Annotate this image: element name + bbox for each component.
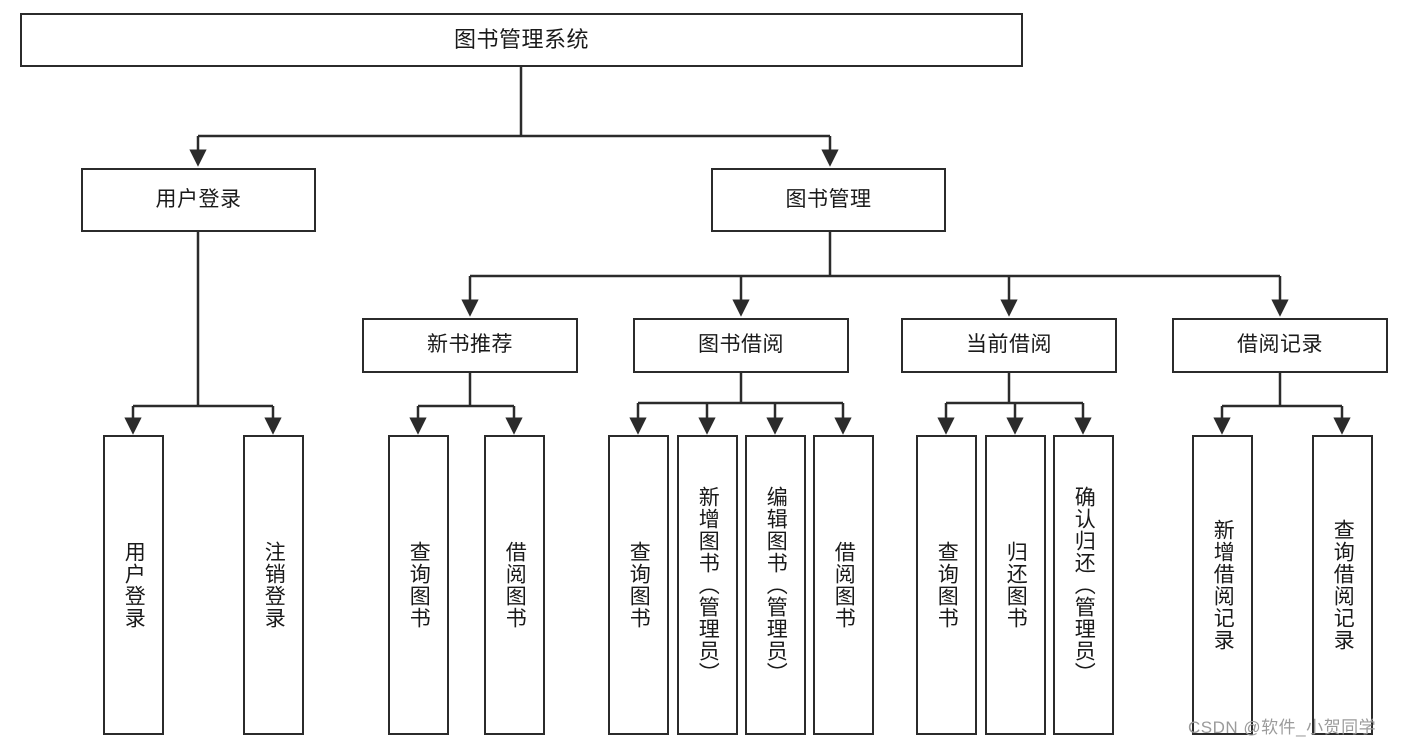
node-root-label: 图书管理系统 bbox=[453, 27, 589, 53]
edge-current-borrow-to-leaves bbox=[937, 373, 1092, 435]
leaf-borrow-book-new-label: 借阅图书 bbox=[503, 541, 527, 629]
edge-new-book-to-leaves bbox=[409, 373, 523, 435]
leaf-query-book-new[interactable]: 查询图书 bbox=[388, 435, 449, 735]
leaf-query-borrow-record-label: 查询借阅记录 bbox=[1331, 519, 1355, 651]
leaf-logout[interactable]: 注销登录 bbox=[243, 435, 304, 735]
leaf-return-book[interactable]: 归还图书 bbox=[985, 435, 1046, 735]
leaf-confirm-return-admin-label: 确认归还（管理员） bbox=[1072, 486, 1096, 684]
leaf-return-book-label: 归还图书 bbox=[1004, 541, 1028, 629]
leaf-query-book-new-label: 查询图书 bbox=[407, 541, 431, 629]
leaf-add-borrow-record-label: 新增借阅记录 bbox=[1211, 519, 1235, 651]
node-user-login-label: 用户登录 bbox=[155, 187, 242, 211]
leaf-borrow-book[interactable]: 借阅图书 bbox=[813, 435, 874, 735]
edge-borrow-to-leaves bbox=[629, 373, 852, 435]
node-root[interactable]: 图书管理系统 bbox=[20, 13, 1023, 67]
node-book-management[interactable]: 图书管理 bbox=[711, 168, 946, 232]
leaf-borrow-book-new[interactable]: 借阅图书 bbox=[484, 435, 545, 735]
node-book-borrow[interactable]: 图书借阅 bbox=[633, 318, 849, 373]
node-borrow-record-label: 借阅记录 bbox=[1237, 333, 1323, 357]
edge-book-manage-to-level2 bbox=[461, 232, 1289, 317]
node-book-borrow-label: 图书借阅 bbox=[698, 333, 784, 357]
leaf-logout-label: 注销登录 bbox=[262, 541, 286, 629]
leaf-query-book-current[interactable]: 查询图书 bbox=[916, 435, 977, 735]
node-borrow-record[interactable]: 借阅记录 bbox=[1172, 318, 1388, 373]
leaf-user-login-label: 用户登录 bbox=[122, 541, 146, 629]
edge-user-login-to-leaves bbox=[124, 232, 282, 435]
node-book-management-label: 图书管理 bbox=[785, 187, 872, 211]
leaf-query-book-borrow-label: 查询图书 bbox=[627, 541, 651, 629]
node-user-login[interactable]: 用户登录 bbox=[81, 168, 316, 232]
node-current-borrow[interactable]: 当前借阅 bbox=[901, 318, 1117, 373]
watermark: CSDN @软件_小贺同学 bbox=[1188, 718, 1377, 737]
leaf-edit-book-admin-label: 编辑图书（管理员） bbox=[764, 486, 788, 684]
node-new-book-recommend-label: 新书推荐 bbox=[427, 333, 513, 357]
leaf-confirm-return-admin[interactable]: 确认归还（管理员） bbox=[1053, 435, 1114, 735]
node-new-book-recommend[interactable]: 新书推荐 bbox=[362, 318, 578, 373]
leaf-add-book-admin-label: 新增图书（管理员） bbox=[696, 486, 720, 684]
leaf-add-borrow-record[interactable]: 新增借阅记录 bbox=[1192, 435, 1253, 735]
leaf-add-book-admin[interactable]: 新增图书（管理员） bbox=[677, 435, 738, 735]
edge-root-to-level1 bbox=[189, 67, 839, 167]
leaf-query-book-borrow[interactable]: 查询图书 bbox=[608, 435, 669, 735]
leaf-borrow-book-label: 借阅图书 bbox=[832, 541, 856, 629]
leaf-edit-book-admin[interactable]: 编辑图书（管理员） bbox=[745, 435, 806, 735]
leaf-user-login[interactable]: 用户登录 bbox=[103, 435, 164, 735]
node-current-borrow-label: 当前借阅 bbox=[966, 333, 1052, 357]
leaf-query-borrow-record[interactable]: 查询借阅记录 bbox=[1312, 435, 1373, 735]
edge-borrow-record-to-leaves bbox=[1213, 373, 1351, 435]
leaf-query-book-current-label: 查询图书 bbox=[935, 541, 959, 629]
